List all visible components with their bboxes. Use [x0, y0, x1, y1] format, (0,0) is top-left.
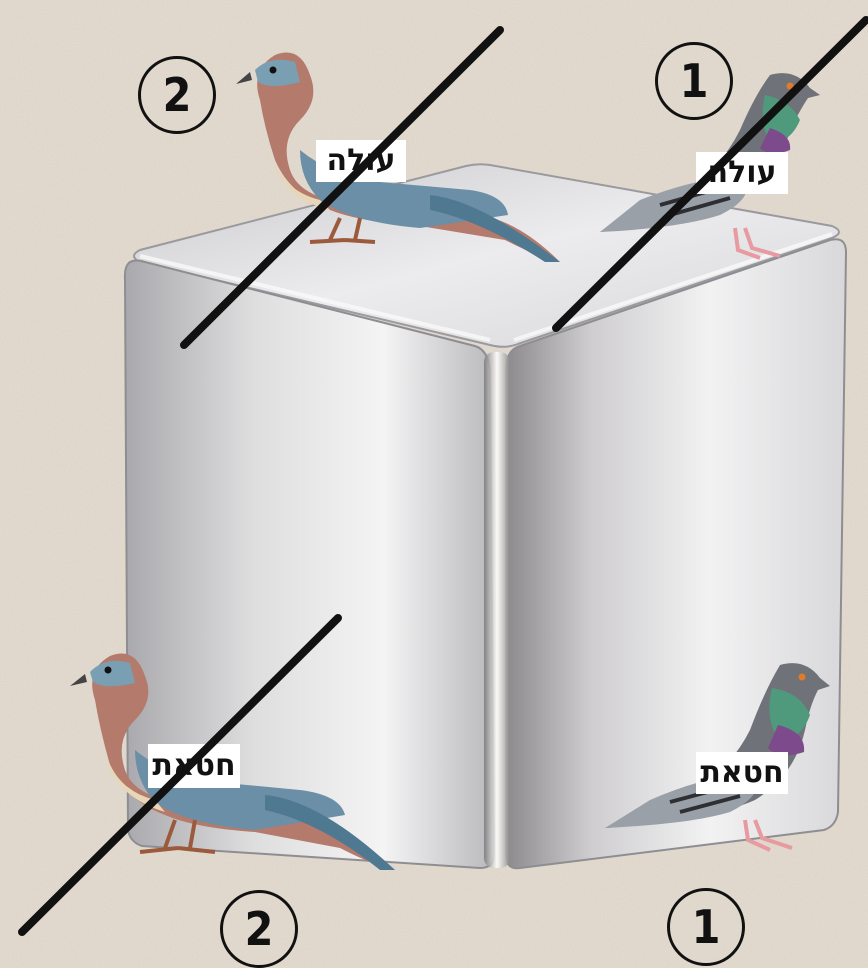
label-pigeon-olah: עולה — [696, 152, 788, 194]
label-dove-chatat: חטאת — [148, 744, 240, 788]
number-circle-bottom-right: 1 — [667, 888, 745, 966]
number-circle-top-right: 1 — [655, 42, 733, 120]
number-circle-top-left: 2 — [138, 56, 216, 134]
label-pigeon-chatat: חטאת — [696, 752, 788, 794]
number-circle-bottom-left: 2 — [220, 890, 298, 968]
label-dove-olah: עולה — [316, 140, 406, 182]
